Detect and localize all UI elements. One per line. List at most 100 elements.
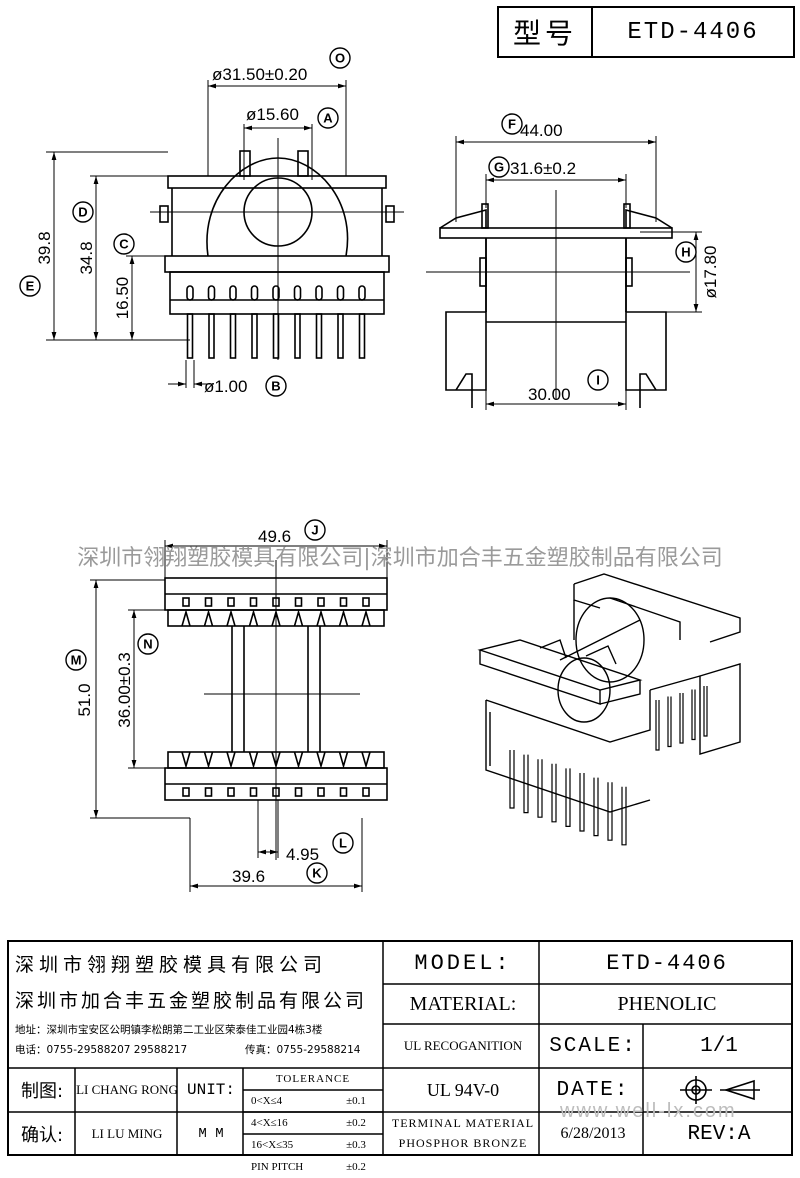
top-pin-upper (362, 597, 370, 607)
top-pin-wire-lower (361, 751, 371, 769)
iso-pin-front (551, 763, 557, 823)
dim-M-value: 51.0 (75, 683, 94, 716)
dim-letter-text: E (26, 279, 35, 294)
rev-label: REV:A (687, 1122, 751, 1146)
dim-J-value: 49.6 (258, 527, 291, 546)
unit-value: M M (198, 1126, 224, 1142)
header-label: 型号 (499, 8, 593, 56)
dim-letter-text: H (681, 245, 690, 260)
company-phone: 电话：0755-29588207 29588217 (15, 1043, 188, 1056)
scale-value: 1/1 (700, 1034, 738, 1058)
front-pin-slot (272, 285, 280, 301)
top-pin-wire-upper (293, 609, 304, 627)
front-pin-slot (186, 285, 194, 301)
dim-letter-text: F (508, 117, 516, 132)
dim-letter-a: A (317, 107, 339, 129)
dim-A-value: ø15.60 (246, 105, 299, 124)
company-name-1: 深圳市翎翔塑胶模具有限公司 (15, 953, 328, 976)
dim-letter-text: G (494, 160, 504, 175)
site-watermark: www.well-lx.com (560, 1100, 737, 1122)
dim-letter-k: K (306, 862, 328, 884)
dim-F-value: 44.00 (520, 121, 563, 140)
iso-pin-front (607, 782, 613, 841)
dim-letter-m: M (65, 649, 87, 671)
dim-letter-l: L (332, 832, 354, 854)
material-label: MATERIAL: (409, 992, 517, 1015)
dim-letter-text: D (78, 205, 87, 220)
iso-pin-back (679, 693, 684, 744)
dim-letter-text: I (596, 373, 600, 388)
terminal-value: PHOSPHOR BRONZE (398, 1135, 528, 1150)
front-pin-slot (293, 285, 302, 301)
top-pin-wire-upper (203, 609, 214, 627)
date-label: DATE: (556, 1078, 630, 1102)
top-pin-upper (182, 597, 190, 607)
top-pin-wire-upper (226, 609, 236, 627)
front-pin (229, 313, 237, 359)
check-label: 确认: (20, 1125, 64, 1146)
dim-letter-f: F (501, 113, 523, 135)
top-dimensions (90, 540, 388, 892)
iso-pin-front (621, 786, 627, 846)
top-pin-wire-lower (181, 751, 191, 769)
dim-letter-g: G (488, 156, 510, 178)
tolerance-range: 16<X≤35 (251, 1139, 294, 1151)
dim-letter-d: D (72, 201, 94, 223)
header-box: 型号 ETD-4406 (497, 6, 795, 58)
front-pin-slot (336, 285, 345, 301)
front-pin (186, 313, 194, 359)
third-angle-projection-icon (680, 1076, 760, 1104)
top-pin-wire-lower (203, 751, 214, 769)
top-pin-wire-lower (338, 751, 349, 769)
scale-label: SCALE: (549, 1034, 637, 1058)
dim-letter-n: N (137, 633, 159, 655)
ul-label: UL RECOGANITION (403, 1038, 523, 1053)
title-block: 深圳市翎翔塑胶模具有限公司 深圳市加合丰五金塑胶制品有限公司 地址：深圳市宝安区… (7, 940, 793, 1173)
top-pins (181, 597, 371, 797)
header-model: ETD-4406 (627, 18, 759, 46)
front-pin-slot (315, 285, 323, 301)
top-centerlines (204, 560, 360, 860)
front-pin (294, 313, 301, 359)
top-pin-wire-upper (181, 609, 191, 627)
dim-D-value: 39.8 (35, 231, 54, 264)
tolerance-range: 4<X≤16 (251, 1117, 288, 1129)
top-pin-lower (294, 787, 303, 797)
side-dimensions (455, 136, 702, 410)
dim-letter-text: A (323, 111, 333, 126)
check-name: LI LU MING (91, 1126, 163, 1141)
top-pin-wire-upper (316, 609, 326, 627)
dim-C-value: 16.50 (113, 277, 132, 320)
front-dimensions (46, 80, 347, 388)
top-pin-wire-upper (338, 609, 349, 627)
dim-O-value: ø31.50±0.20 (212, 65, 307, 84)
top-pin-upper (249, 597, 258, 607)
tolerance-value: ±0.1 (346, 1095, 366, 1107)
top-pin-wire-upper (248, 609, 259, 627)
iso-pin-front (537, 759, 543, 818)
top-pin-lower (249, 787, 258, 797)
dim-letter-text: J (311, 523, 318, 538)
tolerance-value: ±0.2 (346, 1117, 366, 1129)
ul-value: UL 94V-0 (426, 1079, 500, 1100)
iso-pin-front (509, 750, 515, 809)
dim-L-value: 4.95 (286, 845, 319, 864)
tolerance-value: ±0.2 (346, 1161, 366, 1173)
top-pin-upper (294, 597, 303, 607)
top-pin-wire-lower (293, 751, 304, 769)
dim-K-value: 39.6 (232, 867, 265, 886)
top-pin-wire-upper (361, 609, 371, 627)
front-pin (208, 313, 215, 359)
front-pin-slot (229, 285, 237, 301)
dim-B-value: ø1.00 (204, 377, 247, 396)
dim-letter-text: B (271, 379, 280, 394)
draw-name: LI CHANG RONG (76, 1082, 178, 1097)
iso-pin-back (655, 700, 660, 751)
top-pin-wire-lower (226, 751, 236, 769)
dim-letter-text: K (312, 866, 322, 881)
draw-label: 制图: (20, 1081, 64, 1102)
iso-pin-front (579, 773, 585, 832)
front-pin (315, 313, 323, 359)
date-value: 6/28/2013 (560, 1125, 626, 1142)
projection-symbol (645, 1068, 793, 1112)
